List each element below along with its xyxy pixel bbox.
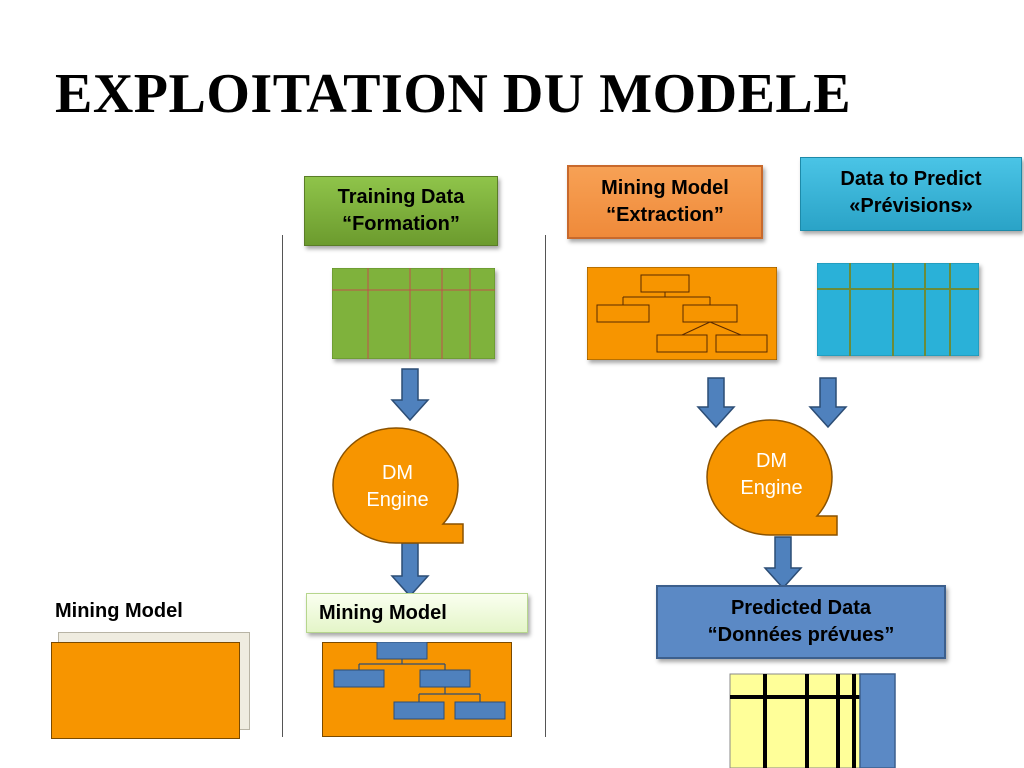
separator-line-left xyxy=(282,235,283,737)
predicted-data-label: Predicted Data“Données prévues” xyxy=(656,585,946,659)
mining-model-tree xyxy=(587,267,777,360)
arrow-down-icon xyxy=(696,377,736,429)
mining-model-extraction-label: Mining Model“Extraction” xyxy=(567,165,763,239)
data-to-predict-label: Data to Predict«Prévisions» xyxy=(800,157,1022,231)
mining-model-output-label: Mining Model xyxy=(306,593,528,633)
left-mining-model-box xyxy=(51,642,240,739)
training-data-label: Training Data“Formation” xyxy=(304,176,498,246)
arrow-down-icon xyxy=(763,536,803,590)
page-title: EXPLOITATION DU MODELE xyxy=(55,63,852,125)
mining-model-output-tree xyxy=(322,642,512,737)
arrow-down-icon xyxy=(390,542,430,598)
dm-engine-left: DM Engine xyxy=(330,425,465,545)
data-to-predict-table xyxy=(817,263,979,356)
separator-line-right xyxy=(545,235,546,737)
predicted-data-table xyxy=(729,673,896,768)
arrow-down-icon xyxy=(808,377,848,429)
training-data-table xyxy=(332,268,495,359)
dm-engine-right: DM Engine xyxy=(704,417,839,537)
arrow-down-icon xyxy=(390,368,430,422)
left-mining-model-label: Mining Model xyxy=(55,600,183,622)
